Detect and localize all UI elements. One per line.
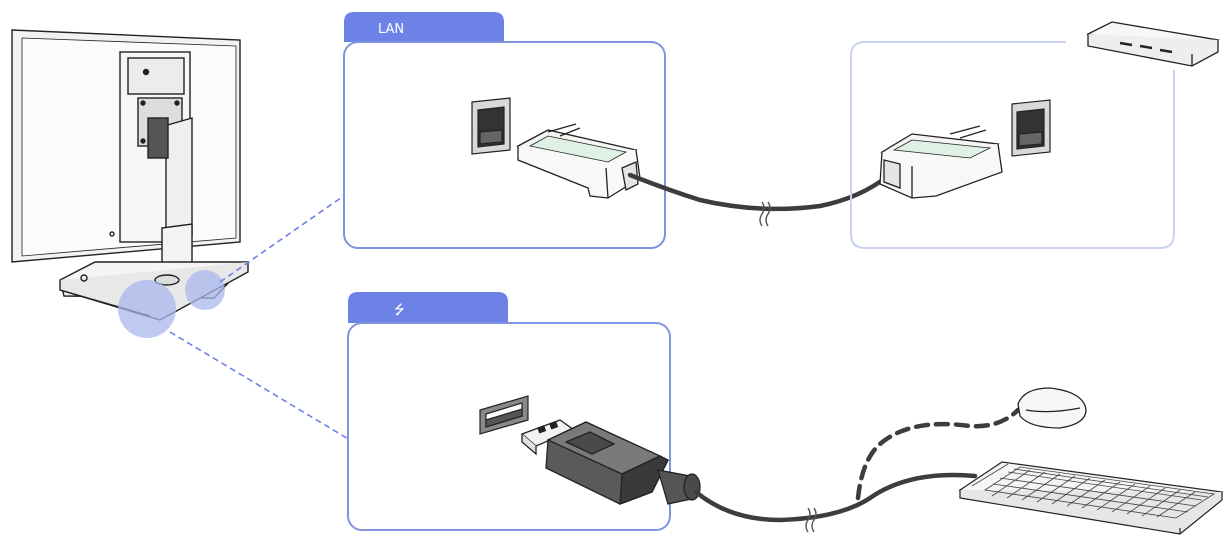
keyboard-illustration [958, 461, 1224, 535]
usb-port-callout [118, 280, 176, 338]
mouse-cable-dashed [855, 407, 1021, 501]
usb-tab [348, 292, 508, 323]
usb-cable-break-mark [805, 507, 817, 533]
usb-panel: ⭍ [347, 292, 671, 531]
usb-icon: ⭍ [394, 303, 405, 318]
lan-cable-break-mark [759, 201, 771, 227]
usb-port-monitor [479, 395, 529, 435]
lan-tab [344, 12, 504, 42]
router-device-illustration [1085, 21, 1220, 67]
rj45-plug-network-end [879, 125, 1003, 199]
usb-plug [520, 419, 701, 505]
lan-port-network-device [1011, 99, 1051, 157]
rj45-plug-monitor-end [516, 123, 641, 199]
lan-tab-label: LAN [378, 22, 404, 37]
usb-panel-frame [347, 322, 671, 531]
usb-cable [693, 472, 978, 523]
lan-port-callout [185, 270, 225, 310]
lan-panel: LAN [343, 12, 666, 249]
usb-leader-line [169, 331, 351, 441]
monitor-back-illustration [11, 29, 250, 321]
lan-panel-frame [343, 41, 666, 249]
lan-cable [627, 172, 891, 212]
lan-port-monitor [471, 97, 511, 155]
mouse-illustration [1017, 387, 1087, 429]
lan-leader-line [219, 194, 346, 283]
network-device-panel [850, 41, 1175, 249]
